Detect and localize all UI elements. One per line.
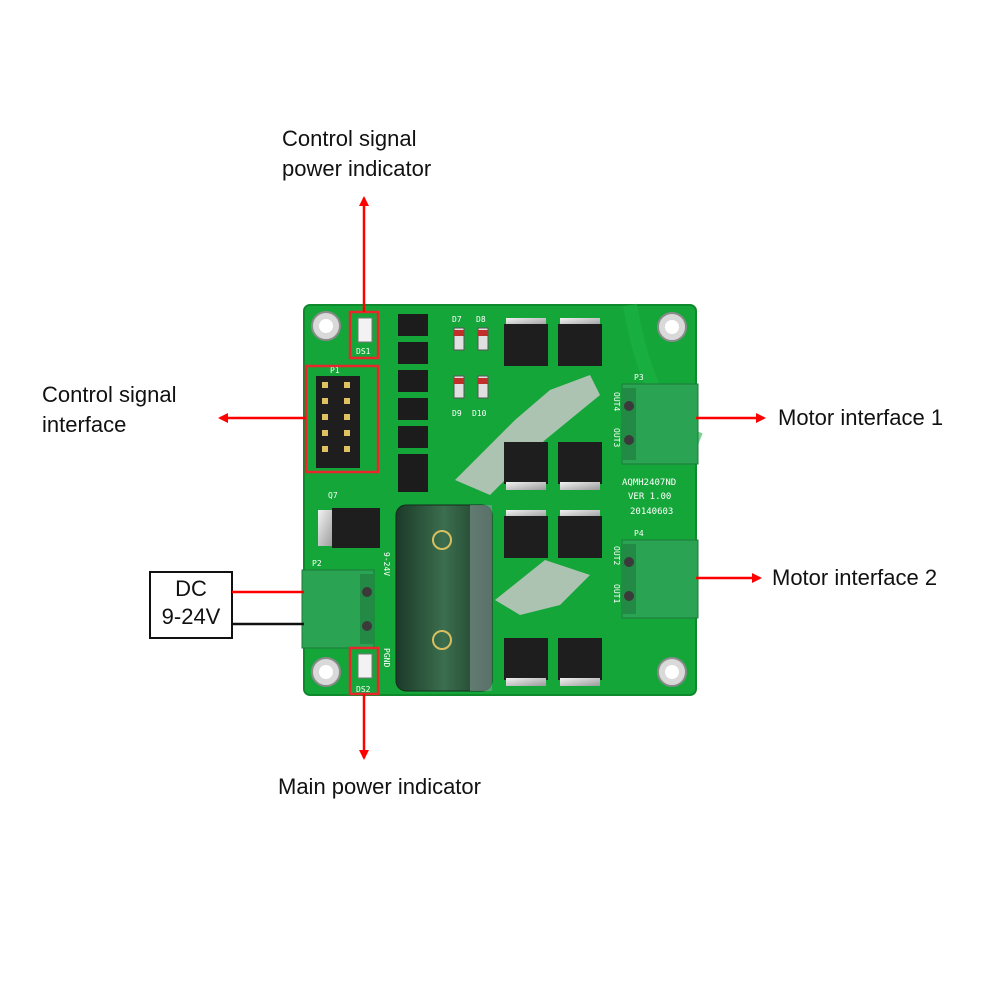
silk-d10: D10 [472,409,487,418]
label-ctrl-power-line2: power indicator [282,156,432,181]
terminal-p3 [621,383,699,465]
board-version: VER 1.00 [628,492,671,502]
silk-q7: Q7 [328,491,338,500]
silk-out1: OUT1 [612,584,621,603]
label-main-power: Main power indicator [278,774,481,799]
label-ctrl-interface: Control signal interface [42,380,177,440]
label-ctrl-power: Control signal power indicator [282,124,431,184]
silk-p2: P2 [312,559,322,568]
silk-p1: P1 [330,366,340,375]
label-ctrl-interface-line2: interface [42,412,127,437]
capacitor [395,504,493,692]
diodes [453,327,489,399]
silk-pgnd: PGND [382,648,391,667]
mosfets [504,318,602,686]
silk-out3: OUT3 [612,428,621,447]
silk-v-range: 9-24V [382,552,391,576]
board-model: AQMH2407ND [622,478,676,488]
silk-ds2: DS2 [356,685,371,694]
terminal-p2 [301,569,375,649]
silk-p4: P4 [634,529,644,538]
ic-column [398,314,428,492]
label-ctrl-power-line1: Control signal [282,126,417,151]
label-motor2: Motor interface 2 [772,565,938,590]
terminal-p4 [621,539,699,619]
label-ctrl-interface-line1: Control signal [42,382,177,407]
led-ds1 [357,317,373,343]
label-dc-line1: DC [175,576,207,601]
header-p1 [316,376,360,468]
silk-d7: D7 [452,315,462,324]
label-dc-input: DC 9-24V [150,575,232,631]
mounting-holes [311,311,687,687]
silk-out4: OUT4 [612,392,621,411]
label-motor1: Motor interface 1 [778,405,944,430]
silk-d9: D9 [452,409,462,418]
silk-out2: OUT2 [612,546,621,565]
led-ds2 [357,653,373,679]
silk-p3: P3 [634,373,644,382]
board-date: 20140603 [630,507,673,517]
dc-input-box [149,571,233,639]
silk-ds1: DS1 [356,347,371,356]
silk-d8: D8 [476,315,486,324]
label-dc-line2: 9-24V [161,604,221,629]
regulator-q7 [318,508,380,548]
